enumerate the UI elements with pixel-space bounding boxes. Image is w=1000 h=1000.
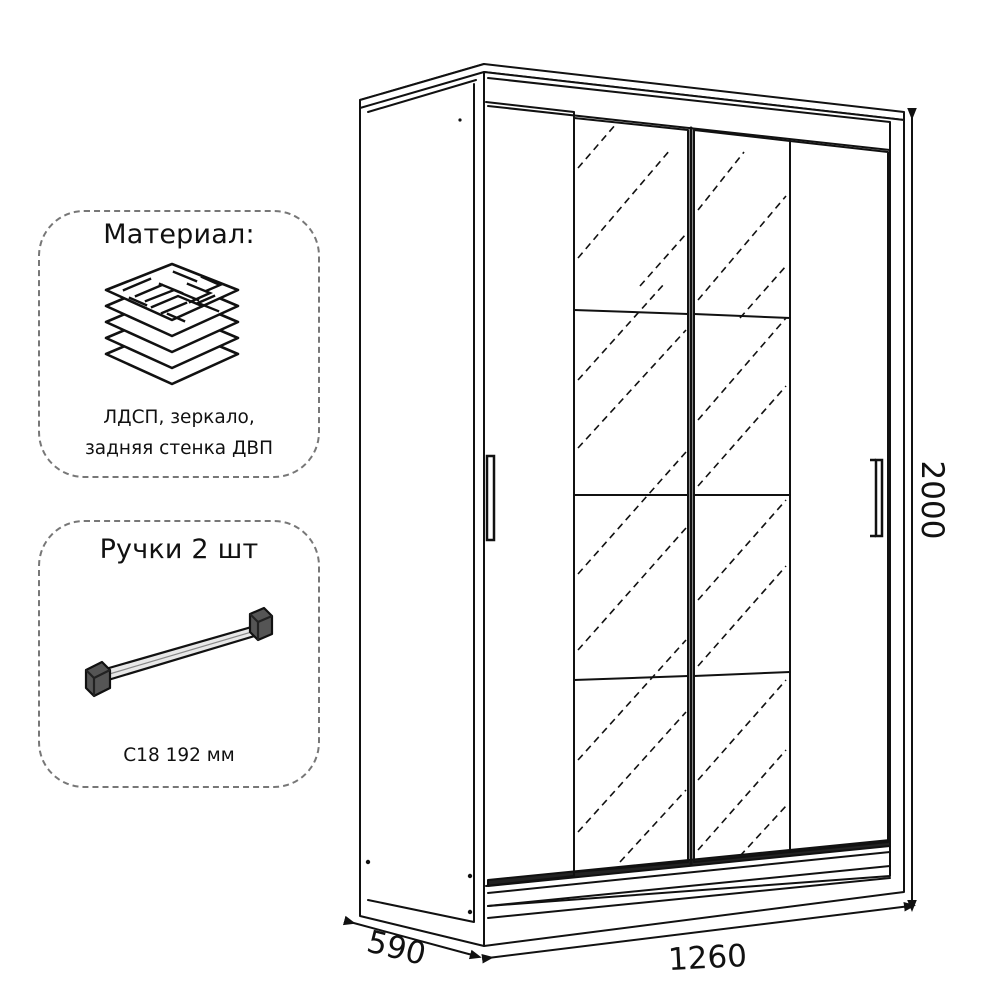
handle-icon [84, 606, 274, 698]
dim-line-depth [342, 915, 482, 960]
layered-board-icon [104, 262, 240, 386]
handles-card: Ручки 2 шт C18 192 мм [38, 520, 320, 788]
material-line-2: задняя стенка ДВП [84, 438, 274, 459]
dim-line-width [481, 901, 916, 964]
door-handle-right [870, 458, 884, 538]
handles-title: Ручки 2 шт [99, 534, 259, 565]
handles-caption: C18 192 мм [123, 745, 235, 766]
material-line-1: ЛДСП, зеркало, [103, 407, 255, 428]
door-handle-left [485, 454, 496, 542]
material-title: Материал: [103, 219, 255, 250]
dim-height-label: 2000 [914, 461, 950, 540]
dim-width-label: 1260 [667, 938, 748, 978]
material-card: Материал: ЛДСП, зеркало, задняя стенка Д… [38, 210, 320, 478]
mirror-left [573, 117, 689, 873]
material-caption: ЛДСП, зеркало, задняя стенка ДВП [40, 402, 318, 464]
side-panel [359, 63, 485, 947]
